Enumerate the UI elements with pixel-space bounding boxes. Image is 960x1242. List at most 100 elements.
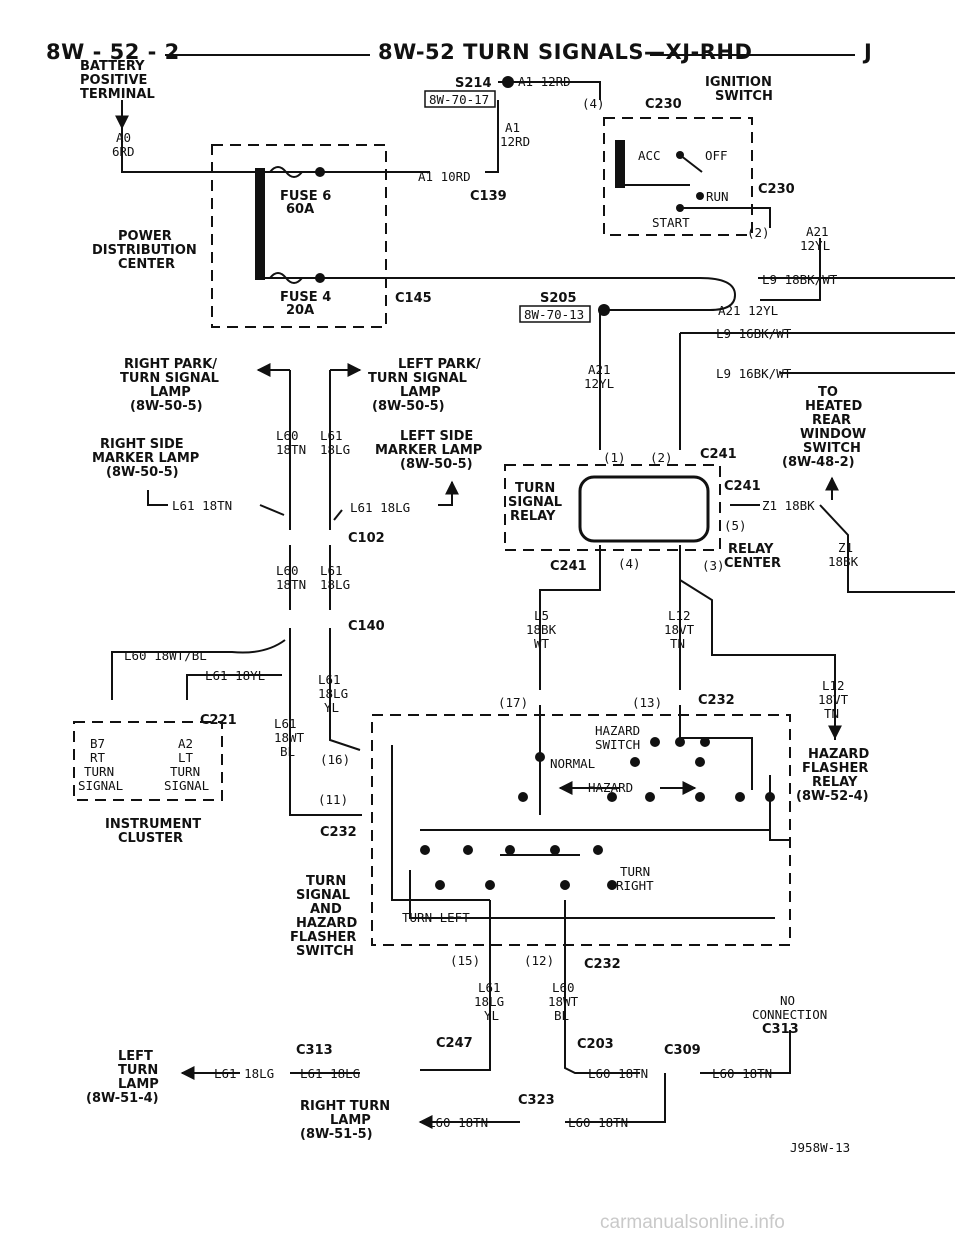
connector-c232-bottom: C232: [584, 957, 621, 972]
wire-c309: [700, 1030, 791, 1074]
wire-l60-wtbl: [111, 639, 286, 700]
wire-z1-down: [819, 504, 955, 593]
connector-c241-top: C241: [700, 447, 737, 462]
pin-2-c230: (2): [747, 225, 770, 240]
wire-l9-16-b: L9 16BK/WT: [716, 366, 792, 381]
pin-3-c241: (3): [702, 558, 725, 573]
connector-c232-left: C232: [320, 825, 357, 840]
connector-c313-left: C313: [296, 1043, 333, 1058]
pin-1-c241: (1): [603, 450, 626, 465]
wire-l60-c309-a: L60 18TN: [588, 1066, 648, 1081]
wire-l61-18tn: L61 18TN: [172, 498, 232, 513]
switch-contact: [650, 737, 660, 747]
switch-contact: [700, 737, 710, 747]
s214-ref-box: [424, 90, 496, 108]
switch-lower-rail: [409, 870, 775, 919]
fuse4-symbol: [269, 272, 303, 284]
wire-a21-12yl: A21 12YL: [718, 303, 778, 318]
switch-contact: [645, 792, 655, 802]
section-number: 8W - 52 - 2: [40, 40, 186, 64]
ign-wiper: [679, 154, 703, 173]
wire-l61-yl: [186, 674, 282, 700]
pin-15: (15): [450, 953, 480, 968]
run-contact: [696, 192, 704, 200]
wire-a1-10rd: A1 10RD: [418, 169, 471, 184]
wire-a21-ign: [760, 238, 821, 301]
switch-contact: [695, 757, 705, 767]
wire-l12-flasher: [679, 579, 836, 740]
wire-a1-riser: [485, 100, 499, 173]
wire-a0: [121, 100, 212, 173]
s214-ref: 8W-70-17: [429, 92, 489, 107]
pin-4-c230: (4): [582, 96, 605, 111]
cluster-box: [73, 721, 223, 801]
ign-run: RUN: [706, 189, 729, 204]
switch-contact: [560, 880, 570, 890]
switch-contact: [675, 737, 685, 747]
pin-2-c241: (2): [650, 450, 673, 465]
switch-contact: [420, 845, 430, 855]
splice-s214-label: S214: [455, 76, 492, 91]
wire-z1-18bk: Z1 18BK: [762, 498, 815, 513]
switch-contact: [695, 792, 705, 802]
connector-c309: C309: [664, 1043, 701, 1058]
switch-contact: [607, 880, 617, 890]
connector-c230-run: C230: [758, 182, 795, 197]
pin-5-c241: (5): [724, 518, 747, 533]
wire-l9-18bkwt: L9 18BK/WT: [762, 272, 838, 287]
splices: [502, 76, 610, 762]
connector-c247: C247: [436, 1036, 473, 1051]
wire-relay-l5: [539, 545, 601, 690]
ign-start: START: [652, 215, 690, 230]
connector-c232-top: C232: [698, 693, 735, 708]
connector-c203: C203: [577, 1037, 614, 1052]
switch-box: [371, 714, 791, 946]
wire-lines: [111, 81, 955, 1129]
ign-off: OFF: [705, 148, 728, 163]
fuse6-symbol: [269, 166, 303, 178]
connector-c323: C323: [518, 1093, 555, 1108]
splice-s214: [502, 76, 514, 88]
connector-c230: C230: [645, 97, 682, 112]
left-side-arrow: [438, 480, 459, 506]
turn-left-label: TURN LEFT: [402, 910, 470, 925]
turn-signal-relay: [578, 475, 710, 543]
switch-contact: [485, 880, 495, 890]
header-rule-right: [650, 54, 855, 56]
wire-a1-12rd: A1 12RD: [518, 74, 571, 89]
wire-l61-wtbl: [289, 628, 362, 816]
wire-l61-18tn: [259, 504, 285, 516]
switch-left-rail: [391, 745, 490, 901]
switch-internals: [391, 705, 790, 960]
wire-l61-lgyl: [329, 628, 361, 751]
pdc-internals: [255, 166, 325, 284]
wire-l9-hop: [699, 277, 737, 311]
wire-l61-18lg-b: L61 18LG: [350, 500, 410, 515]
switch-contact: [735, 792, 745, 802]
wire-l60-c309-b: L60 18TN: [712, 1066, 772, 1081]
connector-c241-bottom: C241: [550, 559, 587, 574]
header-rule-left: [165, 54, 370, 56]
